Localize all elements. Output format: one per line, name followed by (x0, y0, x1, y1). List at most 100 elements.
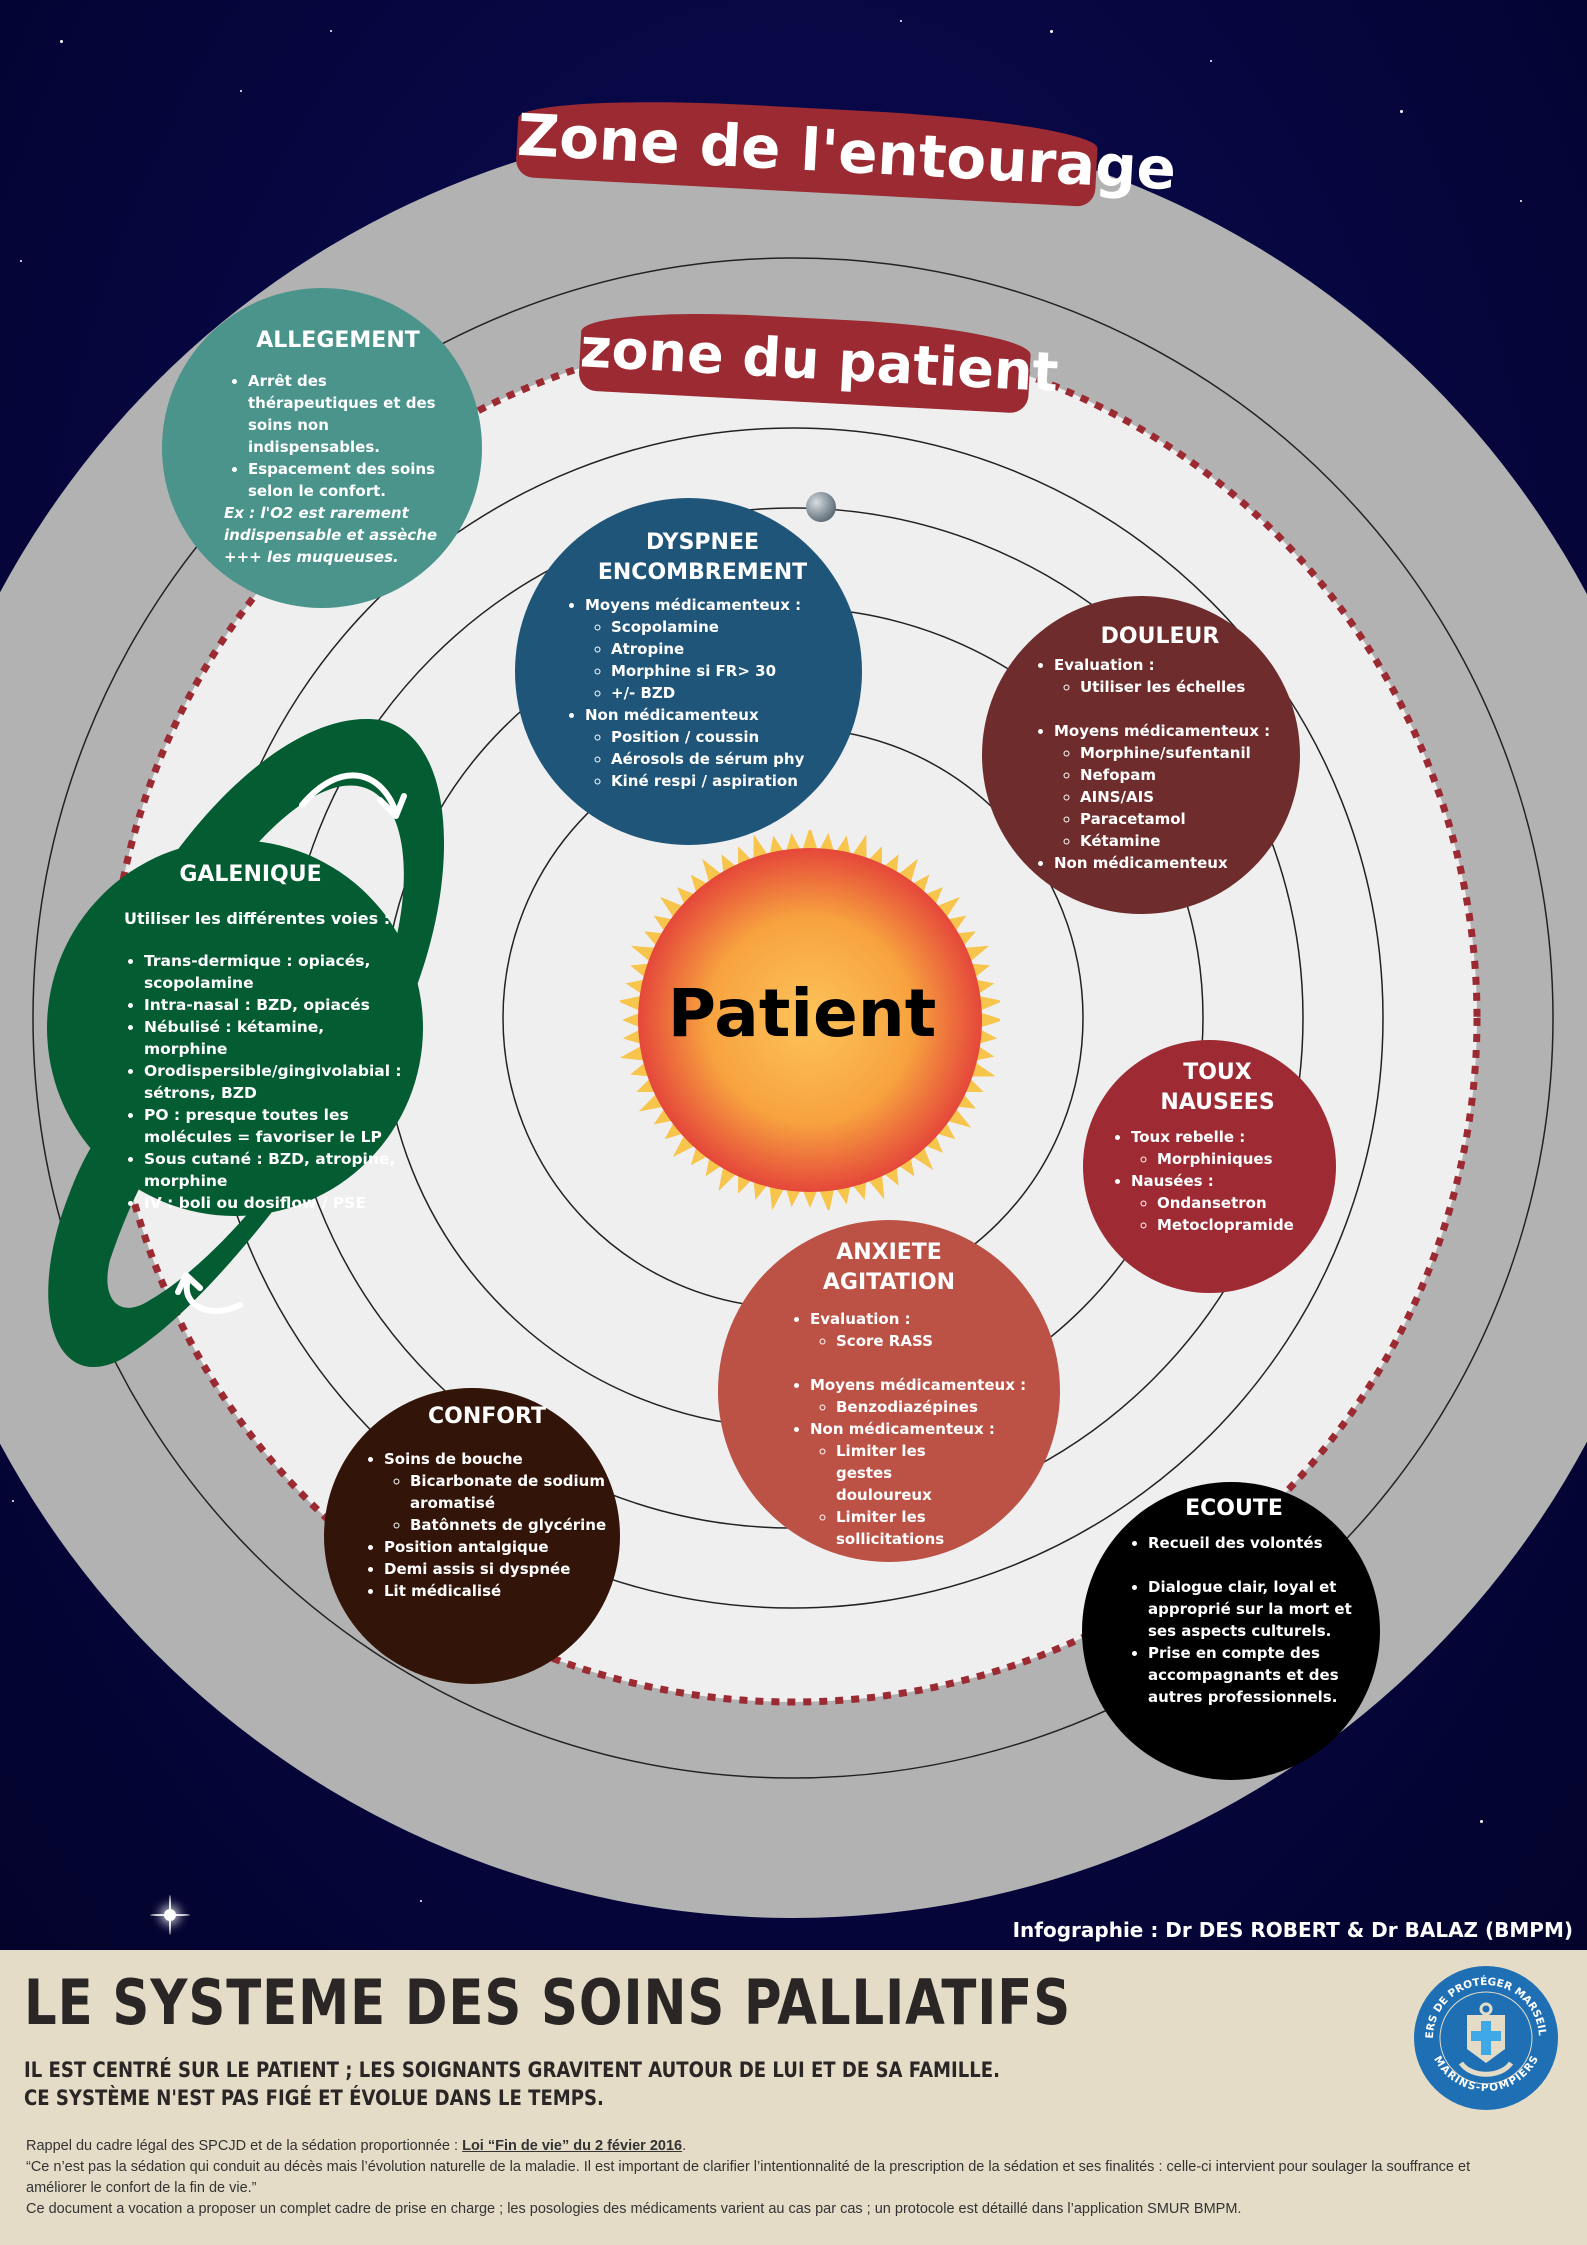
star (1480, 1820, 1483, 1823)
sub-item: Position / coussin (611, 726, 842, 748)
infographic-credit: Infographie : Dr DES ROBERT & Dr BALAZ (… (1012, 1918, 1573, 1942)
sub-item: Score RASS (836, 1330, 1050, 1352)
legal-reminder: Rappel du cadre légal des SPCJD et de la… (26, 2136, 1526, 2157)
sun-ray (653, 1106, 676, 1125)
sub-item: Batônnets de glycérine (410, 1514, 610, 1536)
arrow-icon (299, 772, 398, 813)
list-item: Soins de bouche Bicarbonate de sodium ar… (384, 1448, 612, 1536)
sub-item: Limiter les gestes douloureux (836, 1440, 986, 1506)
sub-item: Limiter les sollicitations (836, 1506, 986, 1550)
page-title: LE SYSTEME DES SOINS PALLIATIFS (24, 1966, 1072, 2039)
sun-ray (801, 1187, 819, 1208)
spacer (1054, 698, 1288, 720)
list-item: Position antalgique (384, 1536, 612, 1558)
sun-ray (690, 874, 710, 896)
list-item-label: Nausées : (1131, 1172, 1214, 1190)
list-item: IV : boli ou dosiflow / PSE (144, 1192, 404, 1214)
bubble-list: Soins de bouche Bicarbonate de sodium ar… (362, 1448, 612, 1602)
list-item: PO : presque toutes les molécules = favo… (144, 1104, 404, 1148)
list-item: Recueil des volontés (1148, 1532, 1358, 1554)
sun-ray (910, 874, 930, 896)
sub-item: Paracetamol (1080, 808, 1288, 830)
star (1520, 200, 1522, 202)
bubble-allegement: ALLEGEMENT Arrêt des thérapeutiques et d… (162, 288, 482, 608)
star (330, 30, 332, 32)
bubble-title: TOUX (1183, 1060, 1252, 1085)
bubble-list: Trans-dermique : opiacés, scopolamine In… (88, 950, 404, 1214)
list-item-label: Evaluation : (1054, 656, 1155, 674)
sun-ray (922, 887, 943, 908)
sub-item: Kiné respi / aspiration (611, 770, 842, 792)
law-link[interactable]: Loi “Fin de vie” du 2 févier 2016 (462, 2138, 683, 2154)
sun-ray (690, 1144, 710, 1166)
list-item: Arrêt des thérapeutiques et des soins no… (248, 370, 456, 458)
list-item-label: Soins de bouche (384, 1450, 523, 1468)
sub-item: Bicarbonate de sodium aromatisé (410, 1470, 610, 1514)
patient-label: Patient (667, 975, 937, 1052)
bubble-confort: CONFORT Soins de bouche Bicarbonate de s… (324, 1388, 620, 1684)
bubble-title: DOULEUR (1100, 624, 1220, 649)
bubble-list: Arrêt des thérapeutiques et des soins no… (220, 370, 456, 502)
list-item-label: Moyens médicamenteux : (585, 596, 802, 614)
list-item: Moyens médicamenteux : Morphine/sufentan… (1054, 720, 1288, 852)
sub-item: AINS/AIS (1080, 786, 1288, 808)
star (12, 1500, 14, 1502)
list-item: Toux rebelle : Morphiniques (1131, 1126, 1326, 1170)
bubble-title: ECOUTE (1185, 1496, 1283, 1521)
spacer (810, 1352, 1050, 1374)
sub-item: Utiliser les échelles (1080, 676, 1288, 698)
arrow-icon (183, 1277, 243, 1314)
bubble-title: ALLEGEMENT (256, 328, 420, 353)
list-item: Dialogue clair, loyal et approprié sur l… (1148, 1576, 1358, 1642)
sub-item: Ondansetron (1157, 1192, 1326, 1214)
sun-ray (653, 915, 676, 934)
sun-ray (801, 830, 819, 853)
list-item: Sous cutané : BZD, atropine, morphine (144, 1148, 404, 1192)
planet-body (47, 840, 423, 1216)
sub-item: Morphiniques (1157, 1148, 1326, 1170)
footer: LE SYSTEME DES SOINS PALLIATIFS Il est c… (0, 1950, 1587, 2245)
galenique-planet-ring (47, 719, 445, 1368)
bright-star (150, 1895, 190, 1935)
marins-pompiers-logo: FIERS DE PROTÉGER MARSEILLE MARINS-POMPI… (1411, 1963, 1558, 2110)
list-item: Non médicamenteux : Limiter les gestes d… (810, 1418, 1050, 1550)
subtitle-line: Il est centré sur le patient ; les soign… (24, 2058, 1000, 2082)
list-item: Moyens médicamenteux : Scopolamine Atrop… (585, 594, 842, 704)
sun-ray (818, 1186, 835, 1210)
list-item: Non médicamenteux Position / coussin Aér… (585, 704, 842, 792)
list-item: Intra-nasal : BZD, opiacés (144, 994, 404, 1016)
bubble-galenique: GALENIQUE Utiliser les différentes voies… (48, 840, 423, 1215)
disclaimer: Ce document a vocation a proposer un com… (26, 2201, 1242, 2217)
list-item-label: Moyens médicamenteux : (1054, 722, 1271, 740)
sub-item: Aérosols de sérum phy (611, 748, 842, 770)
legal-prefix: Rappel du cadre légal des SPCJD et de la… (26, 2138, 463, 2154)
sub-item: Atropine (611, 638, 842, 660)
sun-ray (705, 1154, 724, 1177)
sun-ray (896, 1154, 915, 1177)
bubble-title: DYSPNEE (645, 530, 760, 555)
page-subtitle: Il est centré sur le patient ; les soign… (24, 2056, 1000, 2112)
sun-ray (934, 1120, 956, 1140)
list-item: Evaluation : Utiliser les échelles (1054, 654, 1288, 698)
sub-item: Metoclopramide (1157, 1214, 1326, 1236)
sub-item: Morphine si FR> 30 (611, 660, 842, 682)
bubble-title: ENCOMBREMENT (597, 560, 808, 585)
orbit-line (32, 257, 1554, 1779)
list-item: Evaluation : Score RASS (810, 1308, 1050, 1352)
legal-suffix: . (682, 2138, 687, 2154)
star (900, 20, 902, 22)
list-item: Lit médicalisé (384, 1580, 612, 1602)
arrow-head-icon (175, 1272, 203, 1295)
list-item-label: Non médicamenteux (585, 706, 759, 724)
bubble-list: Moyens médicamenteux : Scopolamine Atrop… (563, 594, 842, 792)
list-item: Espacement des soins selon le confort. (248, 458, 456, 502)
bubble-ecoute: ECOUTE Recueil des volontés Dialogue cla… (1082, 1482, 1380, 1780)
list-item-label: Toux rebelle : (1131, 1128, 1246, 1146)
bubble-title: AGITATION (822, 1270, 956, 1295)
star (1210, 60, 1212, 62)
sub-item: Nefopam (1080, 764, 1288, 786)
list-item: Trans-dermique : opiacés, scopolamine (144, 950, 404, 994)
list-item-label: Moyens médicamenteux : (810, 1376, 1027, 1394)
bubble-douleur: DOULEUR Evaluation : Utiliser les échell… (982, 596, 1300, 914)
list-item-label: Evaluation : (810, 1310, 911, 1328)
